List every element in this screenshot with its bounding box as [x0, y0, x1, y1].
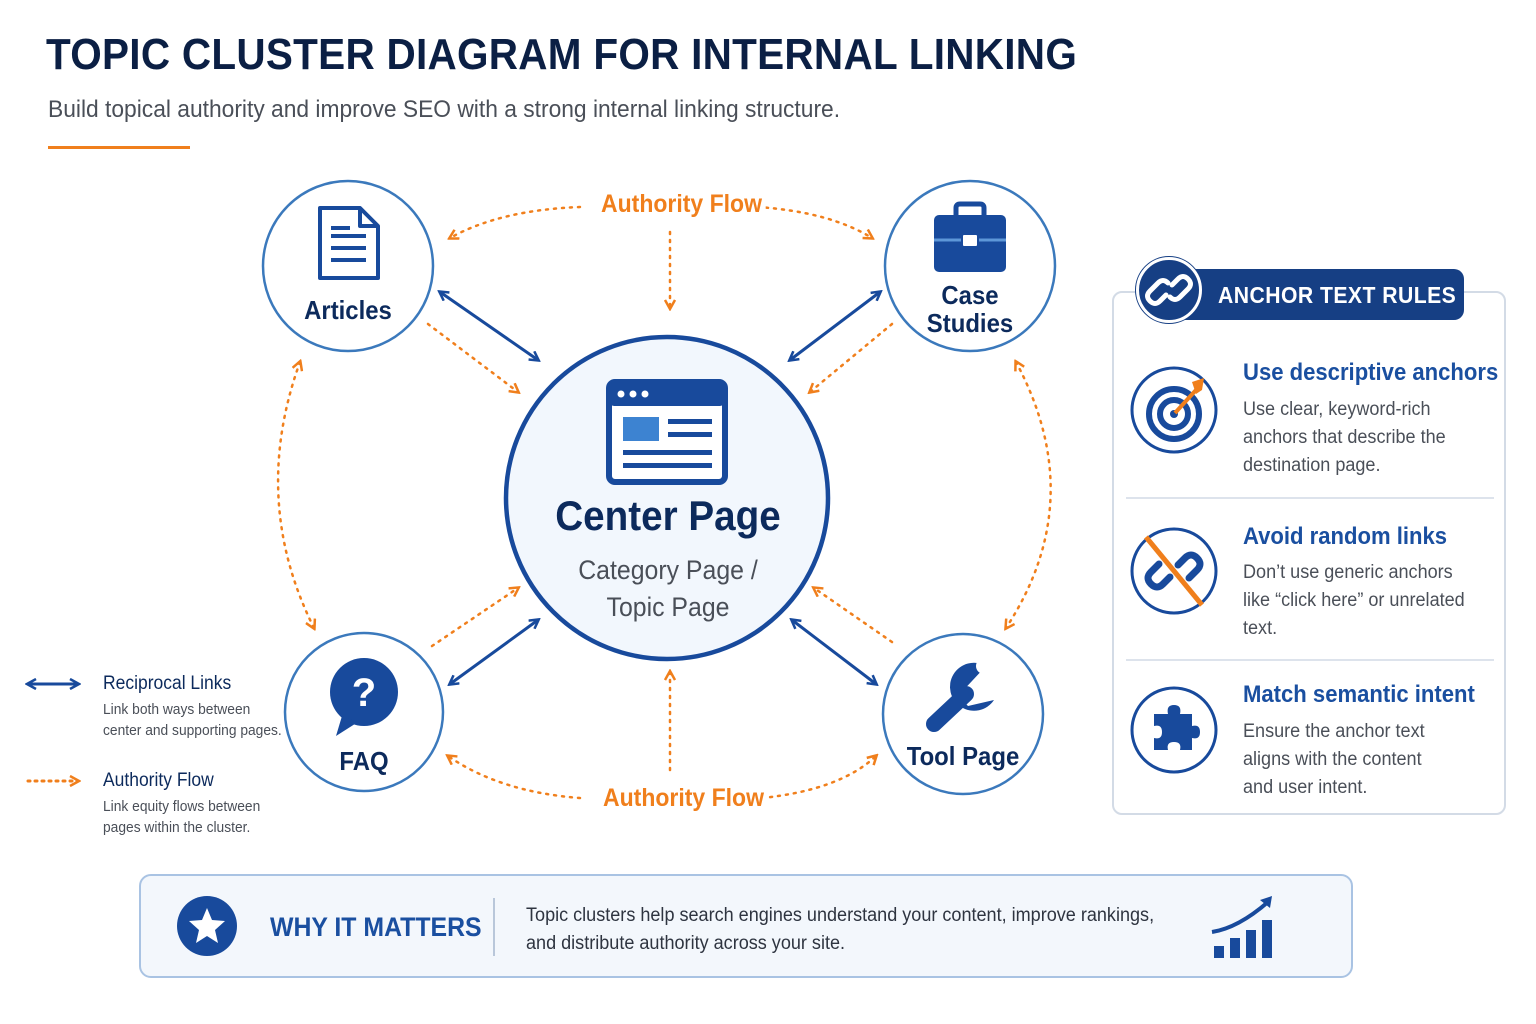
authority-flow-bottom-left: [448, 756, 582, 800]
rule-desc-avoid-line3: text.: [1243, 618, 1278, 639]
rule-desc-descriptive-line2: anchors that describe the: [1243, 427, 1446, 448]
legend-authority-desc-line2: pages within the cluster.: [103, 819, 251, 836]
rule-title-avoid: Avoid random links: [1243, 523, 1448, 550]
rule-desc-semantic-line2: aligns with the content: [1243, 749, 1422, 770]
authority-flow-top-left: [450, 205, 582, 238]
legend-authority-title: Authority Flow: [103, 770, 214, 791]
legend-reciprocal-desc-line1: Link both ways between: [103, 701, 251, 718]
svg-text:?: ?: [352, 671, 376, 715]
authority-flow-bottom-right: [760, 756, 876, 800]
center-subtitle-line1: Category Page /: [578, 555, 758, 585]
authority-flow-faq-center: [430, 588, 518, 648]
legend-reciprocal-title: Reciprocal Links: [103, 673, 232, 694]
authority-flow-left-vertical: [276, 362, 314, 628]
question-bubble-icon: ?: [330, 658, 398, 736]
rule-desc-avoid-line1: Don’t use generic anchors: [1243, 562, 1453, 583]
authority-flow-top-right: [756, 205, 872, 238]
tool-page-label: Tool Page: [906, 741, 1020, 771]
authority-flow-right-vertical: [1006, 362, 1052, 628]
reciprocal-link-articles: [440, 292, 538, 360]
tool-page-node: [881, 632, 1045, 796]
authority-flow-label-bottom: Authority Flow: [599, 784, 768, 813]
case-studies-label-line1: Case: [941, 280, 999, 310]
target-icon: [1130, 366, 1218, 454]
star-icon: [177, 896, 237, 956]
anchor-rules-header: [1166, 269, 1464, 320]
rule-desc-descriptive-line1: Use clear, keyword-rich: [1243, 399, 1431, 420]
rule-title-semantic: Match semantic intent: [1243, 681, 1475, 708]
authority-flow-label-top: Authority Flow: [597, 190, 766, 219]
page-subtitle: Build topical authority and improve SEO …: [48, 96, 841, 123]
faq-label: FAQ: [339, 746, 389, 776]
center-page-node: [503, 334, 831, 662]
reciprocal-link-faq: [450, 620, 538, 684]
link-icon: [1136, 257, 1202, 323]
why-it-matters-text: Topic clusters help search engines under…: [526, 902, 1154, 958]
legend-authority-desc-line1: Link equity flows between: [103, 798, 261, 815]
wrench-icon: [926, 658, 994, 732]
anchor-rules-title: ANCHOR TEXT RULES: [1218, 282, 1457, 308]
rule-desc-avoid-line2: like “click here” or unrelated: [1243, 590, 1465, 611]
why-it-matters-line2: and distribute authority across your sit…: [526, 933, 846, 954]
rule-divider: [1126, 497, 1494, 499]
authority-flow-articles-center: [426, 322, 518, 392]
why-it-matters-banner: [139, 874, 1353, 978]
center-page-subtitle: Category Page / Topic Page: [550, 552, 786, 626]
legend-reciprocal-desc-line2: center and supporting pages.: [103, 722, 282, 739]
title-underline: [48, 146, 190, 149]
footer-divider: [493, 898, 495, 956]
center-page-title: Center Page: [555, 492, 781, 539]
browser-window-icon: [606, 379, 728, 485]
rule-desc-semantic-line3: and user intent.: [1243, 777, 1368, 798]
broken-link-icon: [1130, 527, 1218, 615]
briefcase-icon: [934, 201, 1006, 272]
rule-divider: [1126, 659, 1494, 661]
case-studies-label-line2: Studies: [926, 308, 1014, 338]
authority-flow-tool-center: [814, 588, 894, 644]
document-icon: [318, 206, 380, 280]
why-it-matters-title: WHY IT MATTERS: [270, 912, 482, 942]
reciprocal-link-case-studies: [790, 292, 880, 360]
puzzle-icon: [1130, 686, 1218, 774]
reciprocal-link-tool-page: [792, 620, 876, 684]
articles-label: Articles: [304, 295, 392, 325]
rule-title-descriptive: Use descriptive anchors: [1243, 359, 1499, 386]
rule-desc-semantic-line1: Ensure the anchor text: [1243, 721, 1425, 742]
page-title: TOPIC CLUSTER DIAGRAM FOR INTERNAL LINKI…: [46, 30, 1078, 79]
why-it-matters-line1: Topic clusters help search engines under…: [526, 905, 1155, 926]
growth-chart-icon: [1211, 896, 1272, 958]
center-subtitle-line2: Topic Page: [606, 592, 730, 622]
rule-desc-descriptive-line3: destination page.: [1243, 455, 1381, 476]
